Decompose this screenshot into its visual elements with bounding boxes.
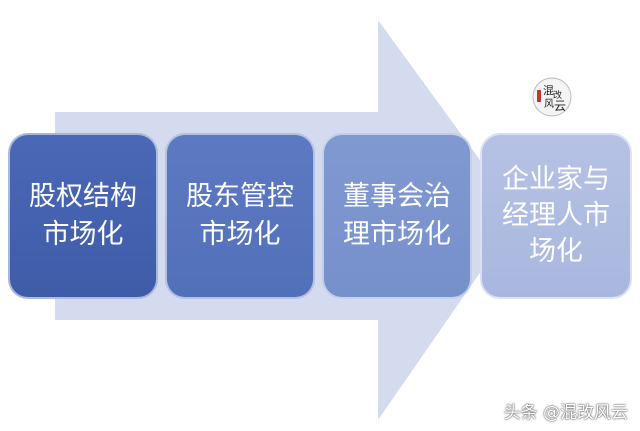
step-board-governance: 董事会治 理市场化 [322, 133, 472, 299]
svg-text:混: 混 [543, 84, 554, 97]
step-equity-structure: 股权结构 市场化 [8, 133, 158, 299]
step-label: 企业家与 经理人市 场化 [502, 164, 610, 267]
svg-text:风: 风 [544, 98, 554, 110]
watermark-text: 头条 @混改风云 [503, 403, 628, 423]
step-label: 股东管控 市场化 [186, 181, 294, 250]
step-label: 股权结构 市场化 [29, 181, 137, 250]
step-shareholder-control: 股东管控 市场化 [165, 133, 315, 299]
svg-text:改: 改 [553, 89, 562, 101]
step-manager-market: 企业家与 经理人市 场化 [480, 133, 632, 299]
svg-text:云: 云 [554, 99, 566, 113]
brand-logo: 混 改 风 云 [532, 77, 572, 117]
step-label: 董事会治 理市场化 [343, 181, 451, 250]
